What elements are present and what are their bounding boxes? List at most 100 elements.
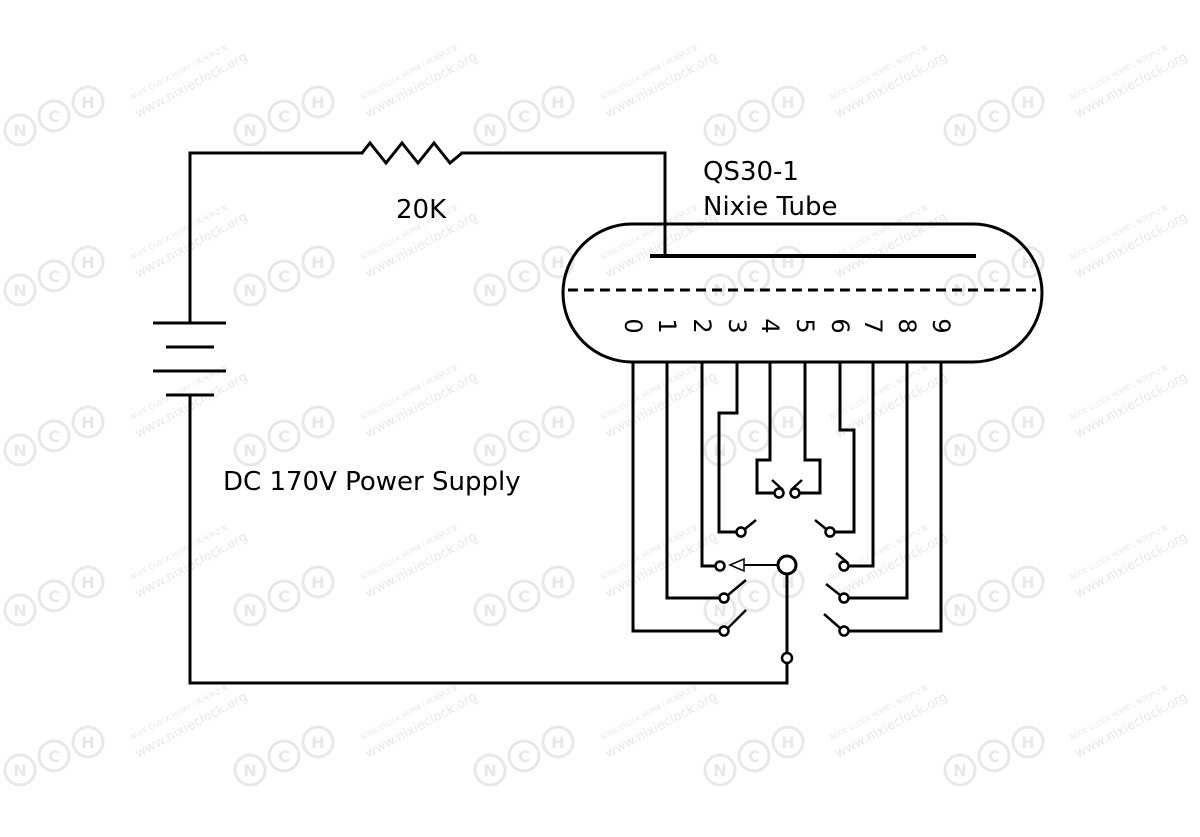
svg-text:C: C [518,747,530,766]
svg-text:N: N [713,121,726,140]
svg-text:H: H [81,573,94,592]
svg-text:N: N [953,441,966,460]
svg-text:N: N [713,761,726,780]
wire-digit-1 [665,360,722,600]
svg-text:C: C [48,747,60,766]
svg-text:C: C [278,267,290,286]
svg-text:N: N [243,761,256,780]
svg-text:N: N [953,761,966,780]
cathode-wires [631,360,943,660]
svg-text:N: N [713,601,726,620]
digit-label-9: 9 [927,318,955,333]
svg-text:C: C [988,107,1000,126]
svg-text:N: N [243,121,256,140]
svg-text:C: C [988,267,1000,286]
contact-8 [838,592,850,604]
svg-text:C: C [518,107,530,126]
digit-label-0: 0 [619,318,647,333]
common-terminal [780,651,794,665]
svg-text:H: H [81,733,94,752]
svg-text:H: H [311,573,324,592]
wire-digit-6 [832,360,856,534]
svg-text:H: H [311,93,324,112]
contact-5 [789,487,801,499]
svg-text:H: H [781,413,794,432]
tube-type-label: Nixie Tube [703,192,837,222]
svg-text:H: H [781,733,794,752]
digit-label-1: 1 [653,318,681,333]
wire-digit-3 [717,360,739,534]
digit-label-4: 4 [756,318,784,333]
digit-label-5: 5 [791,318,819,333]
contact-9 [838,625,850,637]
svg-text:N: N [483,601,496,620]
svg-text:C: C [278,747,290,766]
contact-3 [735,526,747,538]
tube-envelope [561,222,1044,364]
contact-4 [773,487,785,499]
contact-2 [714,560,726,572]
resistor: 20K [360,140,463,225]
wiper-pivot [776,554,798,576]
wire-top-right [460,151,667,258]
svg-text:C: C [518,587,530,606]
svg-text:N: N [483,761,496,780]
svg-text:C: C [48,267,60,286]
svg-text:H: H [1021,93,1034,112]
resistor-zigzag [360,140,463,166]
svg-text:N: N [483,121,496,140]
wire-bottom [188,659,789,685]
svg-text:C: C [278,427,290,446]
svg-text:N: N [243,601,256,620]
supply-label: DC 170V Power Supply [223,467,521,497]
battery-symbol [153,321,226,397]
contact-1 [718,592,730,604]
svg-text:H: H [551,413,564,432]
svg-text:C: C [48,587,60,606]
svg-text:C: C [518,267,530,286]
svg-text:N: N [13,121,26,140]
svg-text:N: N [13,441,26,460]
svg-text:N: N [13,601,26,620]
svg-text:H: H [551,253,564,272]
svg-text:H: H [551,733,564,752]
wiper-arrow [728,557,778,573]
svg-text:H: H [1021,733,1034,752]
svg-text:H: H [81,253,94,272]
svg-text:H: H [311,413,324,432]
svg-text:H: H [551,573,564,592]
contact-7 [838,560,850,572]
svg-text:N: N [243,281,256,300]
svg-text:H: H [311,253,324,272]
svg-text:C: C [278,587,290,606]
wire-digit-7 [846,360,875,568]
svg-text:N: N [483,441,496,460]
wire-digit-8 [846,360,909,600]
wire-digit-5 [795,360,822,495]
digit-label-8: 8 [893,318,921,333]
contact-6 [824,526,836,538]
rotary-switch [714,487,850,665]
contact-0 [718,625,730,637]
resistor-label: 20K [396,195,447,225]
svg-text:N: N [13,281,26,300]
svg-text:C: C [988,427,1000,446]
svg-text:N: N [953,121,966,140]
